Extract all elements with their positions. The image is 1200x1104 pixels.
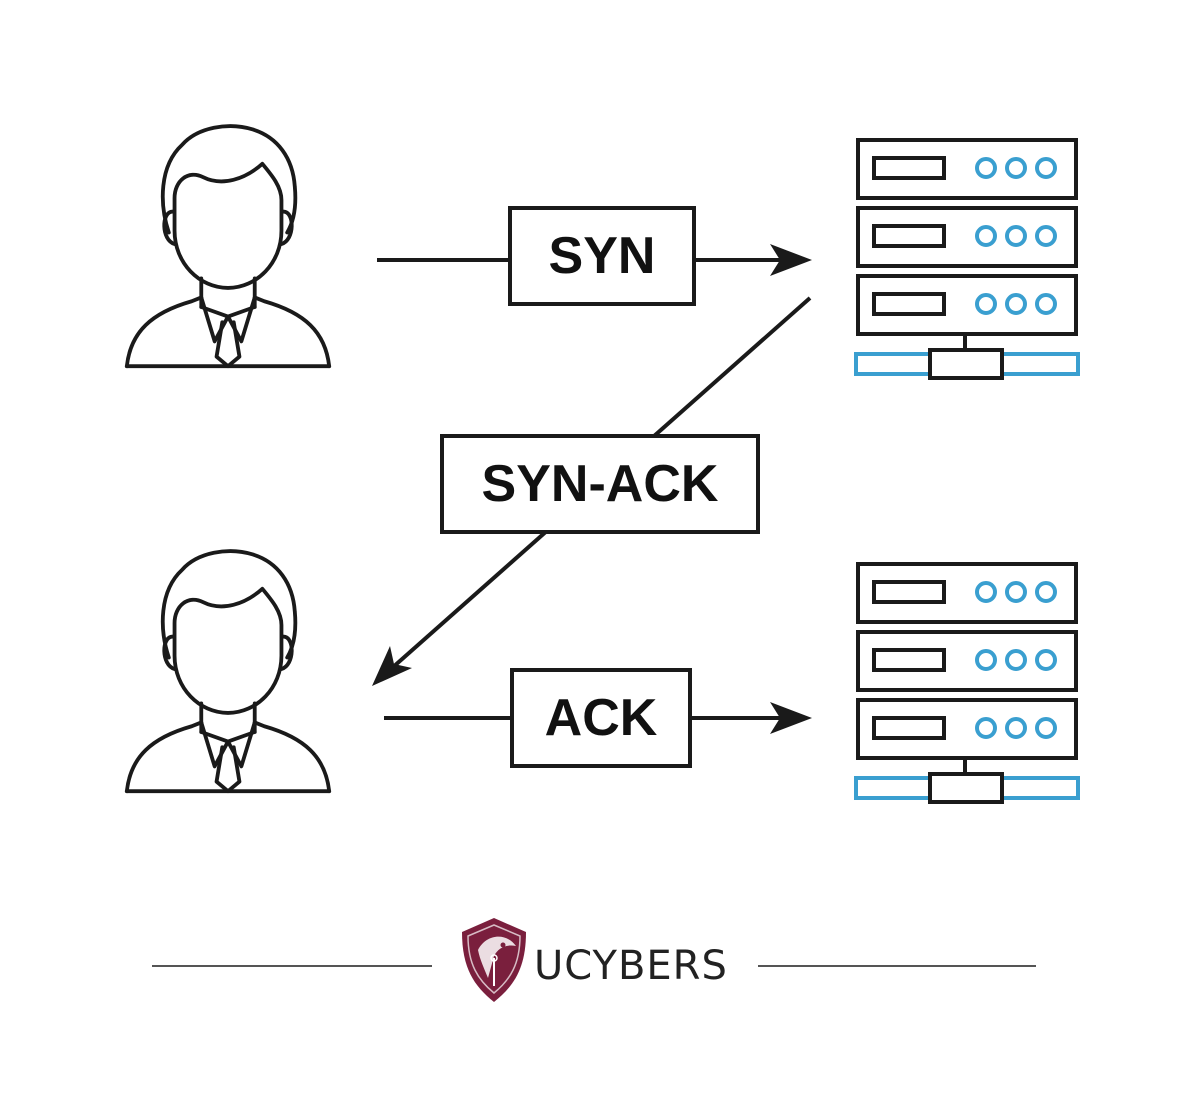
server-top-server-rack-icon bbox=[854, 138, 1080, 380]
syn-arrow bbox=[377, 244, 812, 276]
ack-label: ACK bbox=[545, 689, 658, 747]
ack-label-box: ACK bbox=[510, 668, 692, 768]
brand-name: UCYBERS bbox=[534, 943, 728, 989]
footer-brand: UCYBERS bbox=[152, 918, 1036, 1002]
syn-ack-label-box: SYN-ACK bbox=[440, 434, 760, 534]
client-top-person-icon bbox=[124, 124, 332, 369]
syn-ack-label: SYN-ACK bbox=[482, 455, 719, 513]
syn-label: SYN bbox=[549, 227, 656, 285]
server-bottom-server-rack-icon bbox=[854, 562, 1080, 804]
client-bottom-person-icon bbox=[124, 549, 332, 794]
syn-label-box: SYN bbox=[508, 206, 696, 306]
shield-hawk-logo bbox=[462, 918, 526, 1002]
ack-arrow bbox=[384, 702, 812, 734]
